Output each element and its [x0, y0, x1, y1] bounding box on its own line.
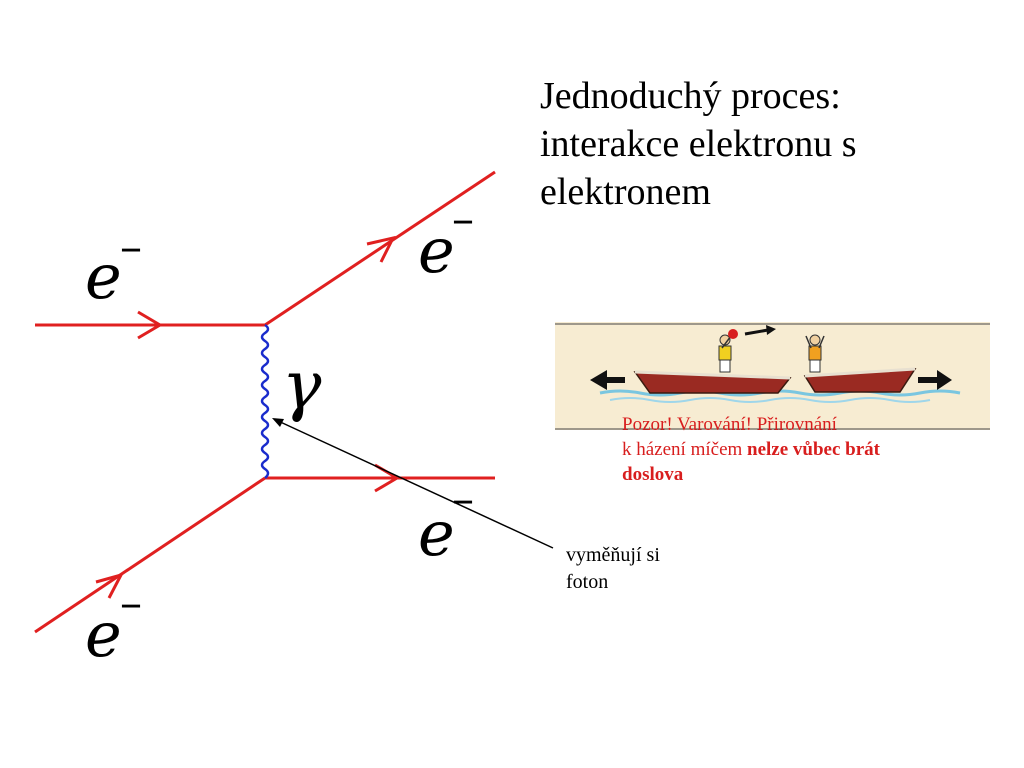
- boat-illustration: [555, 322, 990, 430]
- person-icon: [805, 334, 825, 373]
- slide-title: Jednoduchý proces: interakce elektronu s…: [540, 72, 1010, 216]
- title-line-3: elektronem: [540, 171, 711, 213]
- electron-charge-incoming-bottom: –: [120, 578, 142, 629]
- photon-pointer-line: [275, 419, 554, 549]
- warning-line-2: k házení míčem nelze vůbec brát: [622, 437, 1022, 462]
- warning-bold: nelze vůbec brát: [747, 439, 881, 460]
- warning-bold-2: doslova: [622, 464, 684, 485]
- arrow-icon: [272, 418, 284, 427]
- ball-icon: [728, 329, 738, 339]
- photon-exchange-note: vyměňují si foton: [566, 542, 766, 596]
- warning-line-1: Pozor! Varování! Přirovnání: [622, 414, 837, 435]
- photon-note-line-1: vyměňují si: [566, 544, 660, 566]
- arrow-right-icon: [918, 370, 952, 390]
- electron-charge-incoming-top: –: [120, 222, 142, 273]
- person-icon: [718, 334, 732, 373]
- arrow-icon: [744, 328, 769, 336]
- incoming-electron-line-bottom: [34, 476, 266, 634]
- arrow-icon: [137, 310, 163, 340]
- electron-charge-outgoing-top: –: [452, 194, 474, 245]
- electron-label-outgoing-top: e: [418, 214, 455, 287]
- arrow-icon: [366, 235, 396, 263]
- outgoing-electron-line-top: [264, 170, 496, 327]
- electron-charge-outgoing-bottom: –: [452, 474, 474, 525]
- arrow-left-icon: [590, 370, 625, 390]
- photon-label: γ: [282, 347, 322, 424]
- electron-label-incoming-top: e: [85, 240, 122, 313]
- title-line-2: interakce elektronu s: [540, 123, 857, 165]
- electron-label-outgoing-bottom: e: [418, 497, 455, 570]
- photon-note-line-2: foton: [566, 571, 609, 593]
- title-line-1: Jednoduchý proces:: [540, 75, 841, 117]
- warning-plain: k házení míčem: [622, 439, 748, 460]
- warning-line-3: doslova: [622, 462, 1022, 487]
- arrow-icon: [766, 325, 776, 335]
- warning-text: Pozor! Varování! Přirovnání k házení míč…: [622, 412, 1022, 487]
- arrow-icon: [95, 572, 124, 599]
- photon-wavy-line: [260, 323, 270, 479]
- electron-label-incoming-bottom: e: [85, 598, 122, 671]
